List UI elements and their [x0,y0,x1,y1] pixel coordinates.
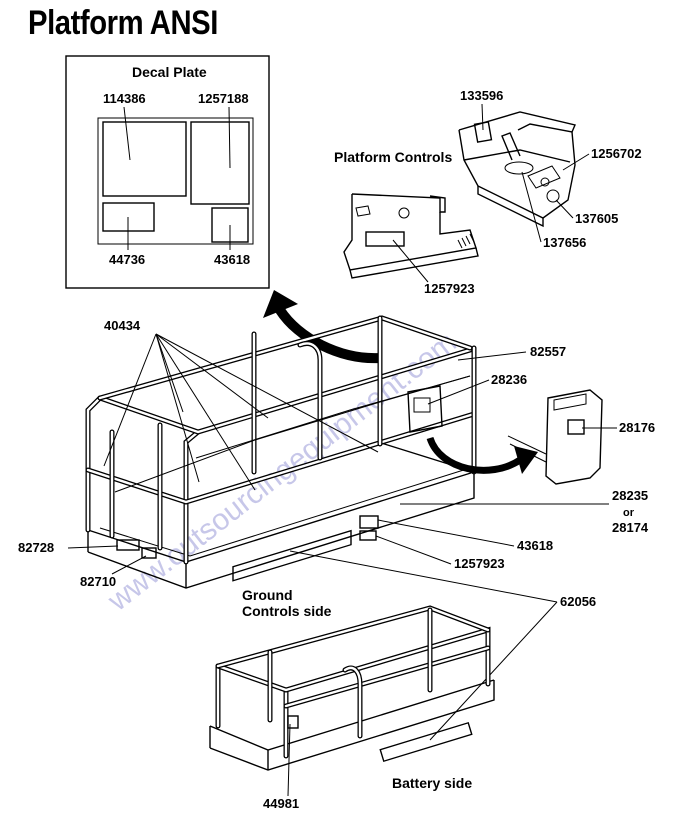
decal-plate-panel [97,117,254,245]
label-62056: 62056 [560,594,596,609]
leader-82557 [457,351,527,361]
leader-43618-main [377,519,515,547]
platform-controls-caption: Platform Controls [334,149,452,165]
label-1257923-main: 1257923 [454,556,505,571]
battery-side-platform [209,605,495,771]
label-28235: 28235 [612,488,648,503]
label-133596: 133596 [460,88,503,103]
leaders-40434 [103,333,379,491]
label-28236: 28236 [491,372,527,387]
leader-44981 [287,723,291,797]
leader-1257923-main [375,535,452,565]
label-1257923-controls: 1257923 [424,281,475,296]
leader-137605 [555,199,574,219]
leader-28236 [427,379,490,405]
label-137605: 137605 [575,211,618,226]
label-1257188: 1257188 [198,91,249,106]
leader-82728 [67,545,119,549]
decal-44981 [287,715,299,729]
leader-1257923-controls [392,239,429,283]
label-82710: 82710 [80,574,116,589]
decal-plate-frame [65,55,270,289]
ground-control-box [407,385,443,433]
decal-62056-battery [379,721,473,763]
label-82557: 82557 [530,344,566,359]
label-40434: 40434 [104,318,141,333]
leader-62056-battery [429,601,558,741]
label-43618-main: 43618 [517,538,553,553]
decal-82710 [141,547,157,559]
label-1256702: 1256702 [591,146,642,161]
label-82728: 82728 [18,540,54,555]
decal-43618-main [359,515,379,529]
main-platform [85,315,477,589]
page-title: Platform ANSI [28,4,218,42]
label-114386: 114386 [103,91,146,106]
platform-controls-box [343,193,479,279]
decal-1257188 [190,121,250,205]
leader-133596 [481,103,484,131]
decal-114386 [102,121,187,197]
ground-controls-caption-1: Ground [242,587,293,603]
leader-1256702 [562,153,590,171]
label-28174: 28174 [612,520,649,535]
controller-tray [458,111,576,228]
decal-plate-caption: Decal Plate [132,64,207,80]
leader-1257188 [228,106,231,169]
battery-side-caption: Battery side [392,775,472,791]
label-28176: 28176 [619,420,655,435]
decal-82728 [116,539,140,551]
label-or: or [623,507,635,519]
leader-137656 [521,171,542,243]
arrow-to-inset [263,290,381,364]
label-44981: 44981 [263,796,299,811]
label-43618-plate: 43618 [214,252,250,267]
leader-82710 [111,555,147,575]
arrow-to-cover [426,436,538,474]
decal-1257923-main [359,530,377,541]
leader-114386 [123,106,131,161]
ground-controls-caption-2: Controls side [242,603,332,619]
decal-62056-main [232,529,352,582]
label-44736: 44736 [109,252,145,267]
label-137656: 137656 [543,235,586,250]
leader-62056-main [289,550,558,603]
